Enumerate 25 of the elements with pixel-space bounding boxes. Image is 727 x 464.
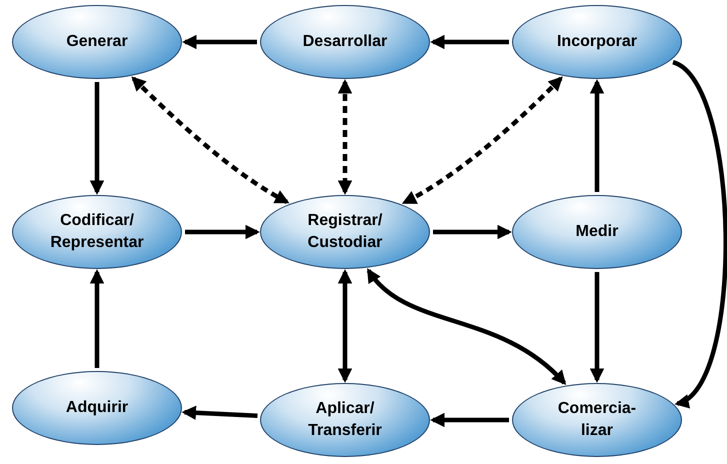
arrow	[433, 224, 512, 240]
arrow	[185, 224, 260, 240]
arrow	[430, 412, 509, 428]
arrow	[90, 269, 104, 368]
arrow	[402, 76, 563, 204]
arrow	[590, 79, 604, 192]
node-label: Generar	[66, 32, 128, 52]
arrow	[182, 34, 257, 50]
node-label: Desarrollar	[302, 32, 388, 52]
node-label: Incorporar	[556, 32, 637, 52]
node-label: Comercia- lizar	[556, 399, 638, 441]
arrow	[338, 269, 352, 383]
arrow	[182, 406, 258, 420]
node-label: Aplicar/ Transferir	[307, 399, 383, 441]
arrow	[672, 60, 727, 406]
node-label: Adquirir	[66, 398, 128, 418]
node-label: Registrar/ Custodiar	[306, 211, 384, 253]
arrow	[338, 79, 352, 195]
arrow	[90, 82, 104, 195]
arrow	[430, 34, 509, 50]
arrow	[131, 76, 290, 204]
node-label: Codificar/ Representar	[49, 211, 145, 253]
node-label: Medir	[576, 222, 618, 242]
arrow	[590, 272, 604, 383]
arrow	[366, 268, 566, 385]
